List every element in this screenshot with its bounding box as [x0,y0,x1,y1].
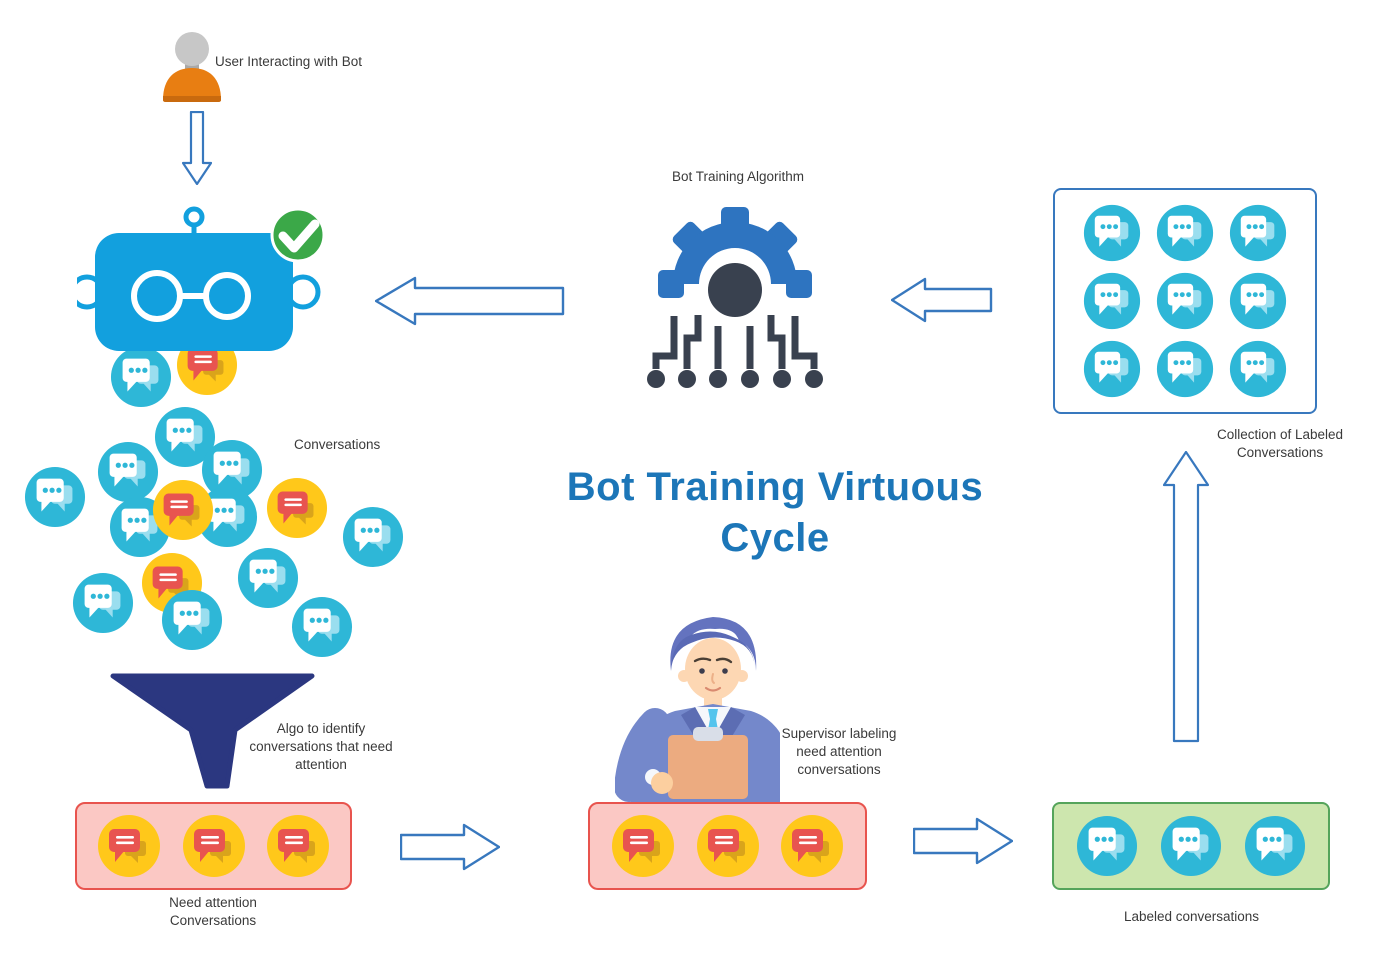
funnel-label: Algo to identify conversations that need… [249,721,393,772]
chat-conversation-icon [1229,204,1287,262]
bot-body [95,233,293,351]
chat-conversation-icon [1229,340,1287,398]
chat-conversation-icon [161,589,223,651]
supervisor-label: Supervisor labeling need attention conve… [781,726,897,777]
left-arrow-icon-1 [375,276,565,326]
alert-conversation-icon [696,814,760,878]
check-icon [270,207,323,263]
chat-conversation-icon [342,506,404,568]
chat-conversation-icon [1083,204,1141,262]
chat-conversation-icon [1229,272,1287,330]
right-arrow-icon-1 [400,823,500,871]
collection-box [1053,188,1317,414]
chat-conversation-icon [1156,272,1214,330]
supervisor-illustration [615,617,780,802]
chat-conversation-icon [1244,815,1306,877]
circuit-lines [652,315,818,369]
labeled-conversations-box [1052,802,1330,890]
chat-conversation-icon [1083,340,1141,398]
supervisor-hand [651,772,673,794]
alert-conversation-icon [266,814,330,878]
chat-conversation-icon [154,406,216,468]
conversations-label: Conversations [294,437,381,452]
gear-icon [658,207,812,298]
training-algorithm-icon [647,207,823,388]
alert-conversation-icon [611,814,675,878]
chat-conversation-icon [1156,204,1214,262]
alert-conversation-icon [182,814,246,878]
chat-conversation-icon [1160,815,1222,877]
need-attention-box [75,802,352,890]
left-arrow-icon-2 [891,277,993,323]
collection-label: Collection of Labeled Conversations [1216,427,1344,460]
chat-conversation-icon [110,346,172,408]
alert-conversation-icon [266,477,328,539]
supervisor-box [588,802,867,890]
alert-conversation-icon [780,814,844,878]
bot-antenna [183,206,205,228]
algorithm-label: Bot Training Algorithm [671,169,805,184]
user-label: User Interacting with Bot [215,54,363,69]
chat-conversation-icon [237,547,299,609]
chat-conversation-icon [72,572,134,634]
up-arrow-icon [1163,451,1209,743]
chat-conversation-icon [24,466,86,528]
supervisor-hair [670,617,757,671]
need-attention-label: Need attention Conversations [169,895,257,928]
chat-conversation-icon [1083,272,1141,330]
diagram-title: Bot Training Virtuous Cycle [566,465,984,560]
alert-conversation-icon [152,479,214,541]
alert-conversation-icon [97,814,161,878]
clipboard-icon [668,727,748,799]
bot-icon [77,206,323,351]
labeled-conversations-label: Labeled conversations [1123,909,1260,924]
supervisor-face [685,638,741,700]
user-icon [163,32,221,102]
chat-conversation-icon [291,596,353,658]
chat-conversation-icon [1156,340,1214,398]
chat-conversation-icon [1076,815,1138,877]
circuit-dots [647,370,823,388]
gear-core [708,263,762,317]
chat-conversation-icon [201,439,263,501]
down-arrow-icon [182,111,212,185]
chat-conversation-icon [97,441,159,503]
chat-conversation-icon [196,486,258,548]
right-arrow-icon-2 [913,817,1013,865]
funnel-icon [110,673,315,789]
